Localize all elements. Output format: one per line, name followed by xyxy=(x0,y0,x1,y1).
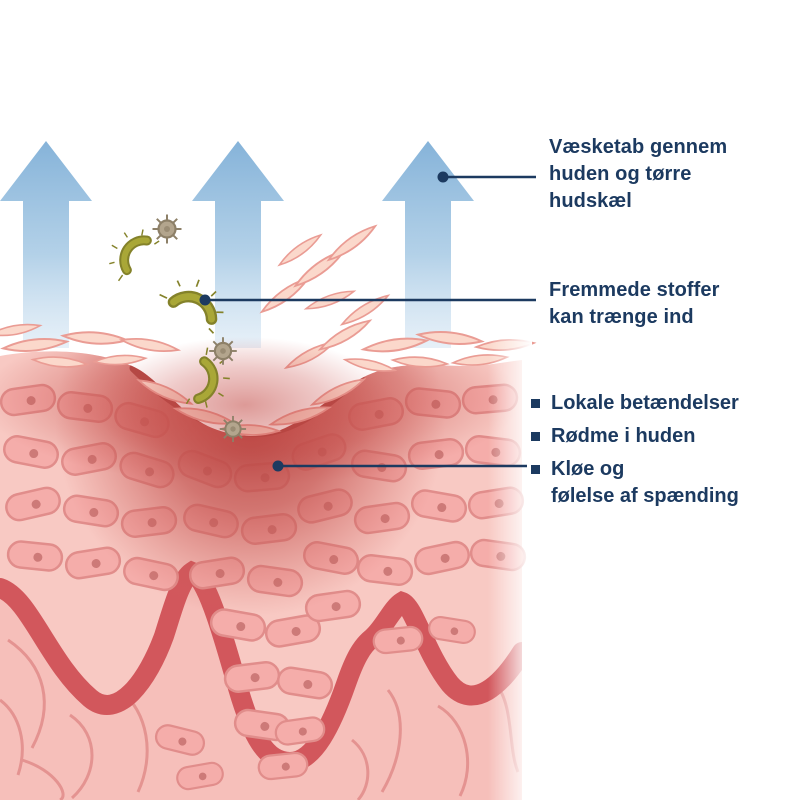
bullet-marker xyxy=(531,465,540,474)
symptom-text: Rødme i huden xyxy=(551,425,696,447)
label-line: hudskæl xyxy=(549,190,632,212)
label-line: Væsketab gennem xyxy=(549,136,728,158)
symptom-item-inflammation: Lokale betændelser xyxy=(531,390,739,417)
skin-flake xyxy=(324,221,380,265)
up-arrow-icon xyxy=(192,141,284,348)
symptom-item-redness: Rødme i huden xyxy=(531,423,739,450)
skin-cell xyxy=(371,624,425,656)
connector-dot xyxy=(199,294,211,306)
collagen-fibers xyxy=(0,638,520,800)
bullet-marker xyxy=(531,432,540,441)
symptom-text: følelse af spænding xyxy=(551,485,739,507)
symptom-item-itching: Kløe og følelse af spænding xyxy=(531,456,739,510)
symptom-text: Lokale betændelser xyxy=(551,392,739,414)
bullet-marker xyxy=(531,399,540,408)
label-foreign-substances: Fremmede stoffer kan trænge ind xyxy=(549,277,720,331)
connector-lines xyxy=(209,175,536,468)
label-line: huden og tørre xyxy=(549,163,692,185)
skin-cell xyxy=(256,750,310,782)
skin-flake xyxy=(61,329,129,347)
connector-dot xyxy=(272,460,284,472)
water-loss-arrows xyxy=(0,141,474,348)
skin-flake xyxy=(275,230,325,270)
wound-glow xyxy=(95,337,395,473)
up-arrow-icon xyxy=(382,141,474,348)
allergen-icon xyxy=(218,414,248,444)
connector-dot xyxy=(437,171,449,183)
allergen-icon xyxy=(151,213,183,245)
label-fluid-loss: Væsketab gennem huden og tørre hudskæl xyxy=(549,134,727,215)
label-line: Fremmede stoffer xyxy=(549,279,720,301)
symptom-list: Lokale betændelser Rødme i huden Kløe og… xyxy=(531,390,739,516)
connector-dots xyxy=(199,171,449,472)
edge-fade xyxy=(488,330,532,800)
bacterium-icon xyxy=(103,225,167,282)
symptom-text: Kløe og xyxy=(551,458,625,480)
label-line: kan trænge ind xyxy=(549,306,694,328)
skin-cell xyxy=(5,538,65,574)
allergen-icon xyxy=(208,336,238,366)
up-arrow-icon xyxy=(0,141,92,348)
